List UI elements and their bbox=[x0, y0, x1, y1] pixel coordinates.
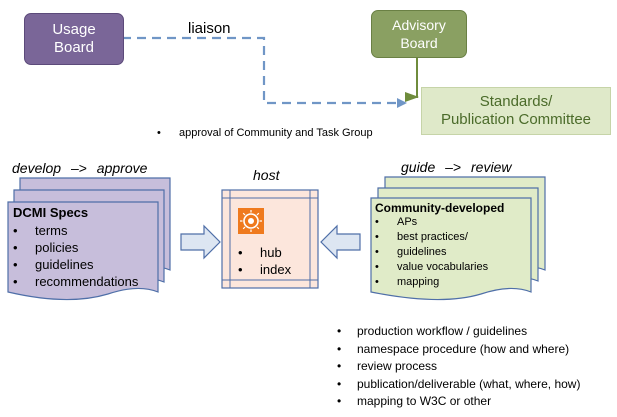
host-heading: host bbox=[253, 167, 280, 183]
approval-note-list: approval of Community and Task Group bbox=[157, 127, 373, 139]
community-item: value vocabularies bbox=[371, 260, 488, 275]
community-items: APs best practices/ guidelines value voc… bbox=[371, 215, 488, 290]
community-item: APs bbox=[371, 215, 488, 230]
sun-logo-icon bbox=[238, 208, 264, 234]
dcmi-item: recommendations bbox=[9, 273, 138, 290]
heading-guide: guide bbox=[401, 159, 436, 175]
liaison-label: liaison bbox=[188, 20, 231, 37]
dcmi-item: terms bbox=[9, 222, 138, 239]
guide-review-heading: guide –> review bbox=[401, 159, 511, 175]
standards-committee-box: Standards/ Publication Committee bbox=[421, 87, 611, 135]
dcmi-item: policies bbox=[9, 239, 138, 256]
hub-item: index bbox=[234, 261, 291, 278]
process-item: namespace procedure (how and where) bbox=[335, 341, 580, 359]
heading-approve: approve bbox=[96, 160, 148, 176]
usage-board-box: Usage Board bbox=[24, 13, 124, 65]
process-item: publication/deliverable (what, where, ho… bbox=[335, 376, 580, 394]
process-list: production workflow / guidelines namespa… bbox=[335, 323, 580, 411]
heading-arrow-2: –> bbox=[445, 159, 462, 175]
heading-review: review bbox=[471, 159, 512, 175]
dcmi-item: guidelines bbox=[9, 256, 138, 273]
process-item: production workflow / guidelines bbox=[335, 323, 580, 341]
hub-items: hub index bbox=[234, 244, 291, 278]
advisory-board-box: Advisory Board bbox=[371, 10, 467, 58]
develop-approve-heading: develop –> approve bbox=[12, 160, 147, 176]
heading-arrow-1: –> bbox=[70, 160, 87, 176]
process-item: mapping to W3C or other bbox=[335, 393, 580, 411]
heading-develop: develop bbox=[12, 160, 62, 176]
hub-item: hub bbox=[234, 244, 291, 261]
liaison-connector bbox=[122, 36, 407, 108]
right-block-arrow bbox=[180, 224, 221, 260]
approval-note: approval of Community and Task Group bbox=[157, 127, 373, 139]
dcmi-items: terms policies guidelines recommendation… bbox=[9, 222, 138, 290]
process-item: review process bbox=[335, 358, 580, 376]
community-title: Community-developed bbox=[375, 201, 505, 215]
left-block-arrow bbox=[320, 224, 361, 260]
dcmi-title: DCMI Specs bbox=[13, 205, 89, 220]
community-item-continuation: guidelines bbox=[371, 245, 488, 260]
community-item: mapping bbox=[371, 275, 488, 290]
community-item: best practices/ bbox=[371, 230, 488, 245]
